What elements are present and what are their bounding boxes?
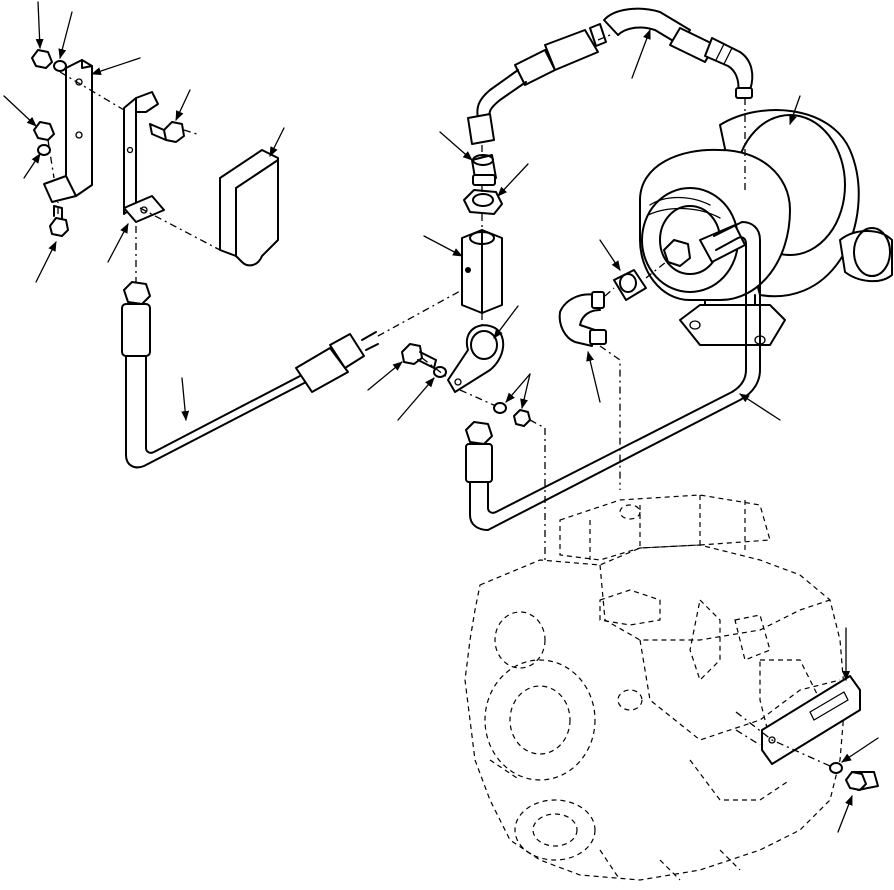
leader-oil-supply-hose [181, 377, 190, 421]
centerline-clamp [421, 357, 546, 560]
leader-drain-tube [739, 393, 781, 421]
leader-reducer-union [439, 131, 473, 161]
engine-block [464, 494, 846, 881]
leader-lines [3, 1, 879, 833]
leader-upper-hose [631, 29, 651, 79]
leader-clamp-washer [397, 377, 435, 421]
leader-clamp-bolt [367, 361, 403, 391]
decal-plate [761, 675, 861, 765]
leader-washer-top-left [58, 11, 73, 59]
leader-bolt-bottom-left [35, 241, 57, 283]
tee-adapter [461, 229, 503, 314]
leader-plate-bolt [837, 795, 853, 833]
clamp-bolt [401, 343, 437, 369]
leader-angle-bracket [107, 223, 129, 263]
tube-nut [463, 189, 503, 215]
centerline-brackets [47, 71, 221, 251]
leader-plate-washer [841, 737, 879, 763]
leader-cover-block [269, 127, 285, 157]
leader-clamp-nuts-a [505, 373, 531, 403]
cover-block [219, 149, 279, 267]
angle-bracket [123, 91, 165, 223]
turbocharger [639, 109, 893, 346]
washer-top-left [53, 60, 67, 72]
turbo-adapter [613, 269, 647, 301]
washer-left [37, 144, 51, 156]
bolt-bracket [149, 121, 185, 143]
centerline-elbow [599, 261, 667, 490]
leader-bracket-plate [91, 57, 141, 75]
leader-turbo-adapter [599, 239, 621, 271]
reducer-union [471, 154, 497, 186]
centerline-top-gap [597, 34, 611, 41]
elbow-fitting [558, 291, 607, 347]
bolt-bottom-left [49, 205, 69, 237]
bracket-plate [43, 59, 93, 203]
clamp [447, 324, 505, 393]
leader-washer-left [23, 153, 41, 179]
leader-tee-adapter [423, 235, 463, 257]
leader-tube-nut [497, 163, 529, 197]
nut-top-left [31, 49, 53, 69]
leader-clamp [493, 305, 519, 339]
leader-bolt-bracket [175, 89, 191, 121]
oil-supply-hose [121, 281, 379, 469]
leader-nut-top-left [35, 1, 44, 49]
nut-left [33, 121, 55, 141]
leader-elbow-fitting [586, 351, 601, 403]
centerline-plate [735, 711, 831, 767]
drain-tube [465, 221, 761, 531]
clamp-nuts [493, 402, 531, 427]
plate-washer [829, 762, 843, 774]
plate-bolt [845, 771, 879, 791]
leader-clamp-nuts-b [520, 373, 531, 409]
leader-turbocharger [789, 95, 801, 125]
upper-hose [467, 7, 754, 145]
centerline-hose-tee [377, 289, 463, 337]
leader-nut-left [3, 95, 37, 127]
